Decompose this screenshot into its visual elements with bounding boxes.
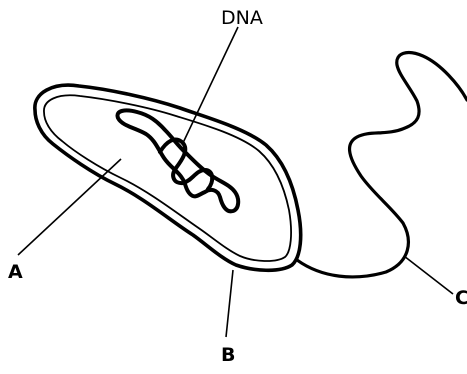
a-leader-line [18,159,121,255]
flagellum [297,53,467,277]
label-c: C [455,289,467,308]
label-a: A [8,263,23,282]
c-leader-line [404,256,453,294]
dna-label: DNA [221,9,263,28]
b-leader-line [226,270,233,337]
label-b: B [221,346,235,365]
cell-membrane [44,95,291,261]
